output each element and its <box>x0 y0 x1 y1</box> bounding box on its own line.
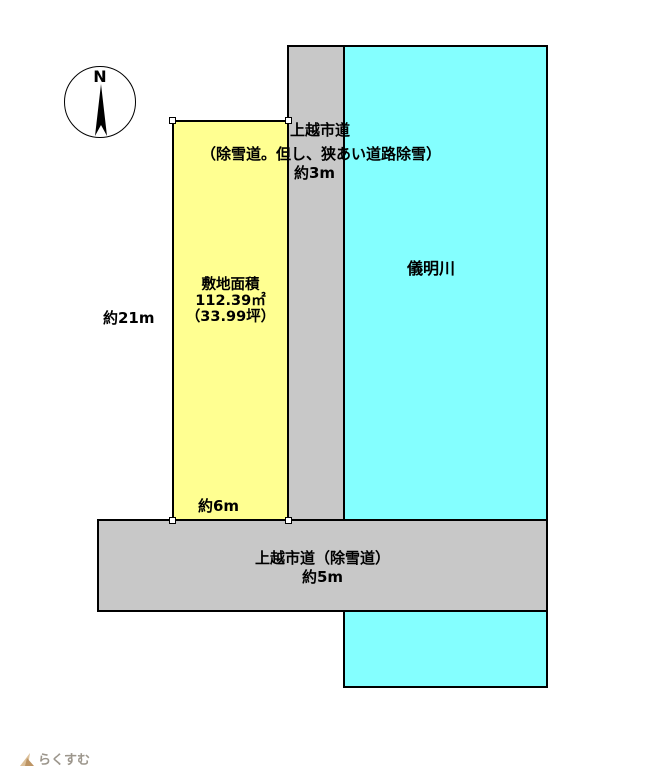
top-road-note: （除雪道。但し、狭あい道路除雪） <box>201 145 442 163</box>
logo-icon <box>20 752 34 766</box>
plot-side-dimension: 約21m <box>103 309 155 327</box>
plot-corner-marker <box>285 117 292 124</box>
land-plot-area <box>172 120 289 521</box>
logo-text: らくすむ <box>38 753 91 768</box>
plot-corner-marker <box>285 517 292 524</box>
plot-frontage-dimension: 約6m <box>198 497 240 515</box>
vertical-road-area <box>287 45 345 521</box>
north-arrow-icon <box>95 84 107 136</box>
plot-corner-marker <box>169 517 176 524</box>
compass-north-label: N <box>93 67 107 86</box>
bottom-road-text: 上越市道（除雪道） 約5m <box>97 549 548 587</box>
horizontal-road-area <box>97 519 548 612</box>
site-logo: らくすむ <box>20 749 90 768</box>
plot-corner-marker <box>169 117 176 124</box>
north-compass: N <box>64 66 136 138</box>
plot-area-sqm: 112.39㎡ <box>195 293 266 309</box>
top-road-name: 上越市道 <box>290 121 351 139</box>
river-area-upper <box>343 45 548 521</box>
plot-area-text: 敷地面積 112.39㎡ （33.99坪） <box>172 277 289 325</box>
top-road-width: 約3m <box>294 164 336 182</box>
river-area-lower <box>343 610 548 688</box>
plot-area-title: 敷地面積 <box>201 277 260 293</box>
bottom-road-name: 上越市道（除雪道） <box>254 549 390 567</box>
bottom-road-width: 約5m <box>301 568 344 586</box>
river-name: 儀明川 <box>407 259 456 278</box>
plot-area-tsubo: （33.99坪） <box>185 309 276 325</box>
